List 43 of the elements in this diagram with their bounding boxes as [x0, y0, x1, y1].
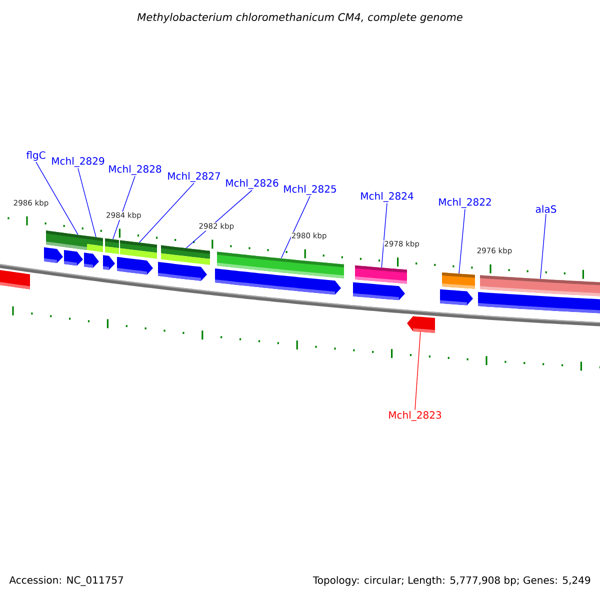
gene-shape	[103, 255, 115, 270]
gene-label: Mchl_2825	[284, 185, 336, 195]
gene-shape	[117, 256, 153, 275]
gene-bar	[120, 240, 157, 259]
gene-bar	[105, 238, 119, 254]
gene-shape	[353, 282, 405, 300]
gene-bar	[161, 245, 210, 265]
leader-line	[280, 196, 310, 259]
gene-label: Mchl_2823	[389, 411, 442, 421]
gene-bar	[87, 236, 103, 252]
gene-shape	[158, 262, 207, 281]
gene-label: Mchl_2828	[109, 165, 162, 175]
gene-shape	[478, 292, 600, 314]
gene-label: alaS	[536, 205, 556, 213]
leader-line	[540, 214, 546, 280]
gene-shape	[84, 252, 99, 268]
leader-line	[186, 190, 252, 248]
leader-line	[78, 168, 96, 238]
gene-bar	[355, 265, 407, 284]
gene-label: Mchl_2827	[168, 172, 220, 182]
leader-line	[139, 182, 194, 243]
genome-info-text: Topology: circular; Length: 5,777,908 bp; Genes: 5,249	[312, 576, 590, 586]
gene-shape	[44, 247, 63, 263]
accession-text: Accession: NC_011757	[9, 576, 124, 586]
gene-label: flgC	[26, 151, 46, 161]
gene-bar	[67, 233, 87, 250]
gene-label: Mchl_2826	[226, 179, 278, 189]
gene-bar	[480, 275, 600, 296]
leader-line	[36, 162, 78, 235]
leader-line	[414, 332, 421, 410]
gene-label: Mchl_2824	[361, 192, 414, 202]
gene-shape	[440, 289, 473, 306]
gene-shape	[0, 269, 30, 290]
leader-line	[458, 208, 466, 274]
gene-shape	[407, 316, 435, 333]
title: Methylobacterium chloromethanicum CM4, complete genome	[137, 12, 462, 24]
gene-label: Mchl_2829	[52, 157, 104, 167]
gene-bar	[442, 272, 475, 289]
leader-line	[381, 202, 388, 268]
gene-shape	[215, 268, 341, 295]
gene-bar	[46, 230, 67, 248]
gene-label: Mchl_2822	[439, 198, 491, 208]
gene-shape	[64, 250, 83, 266]
